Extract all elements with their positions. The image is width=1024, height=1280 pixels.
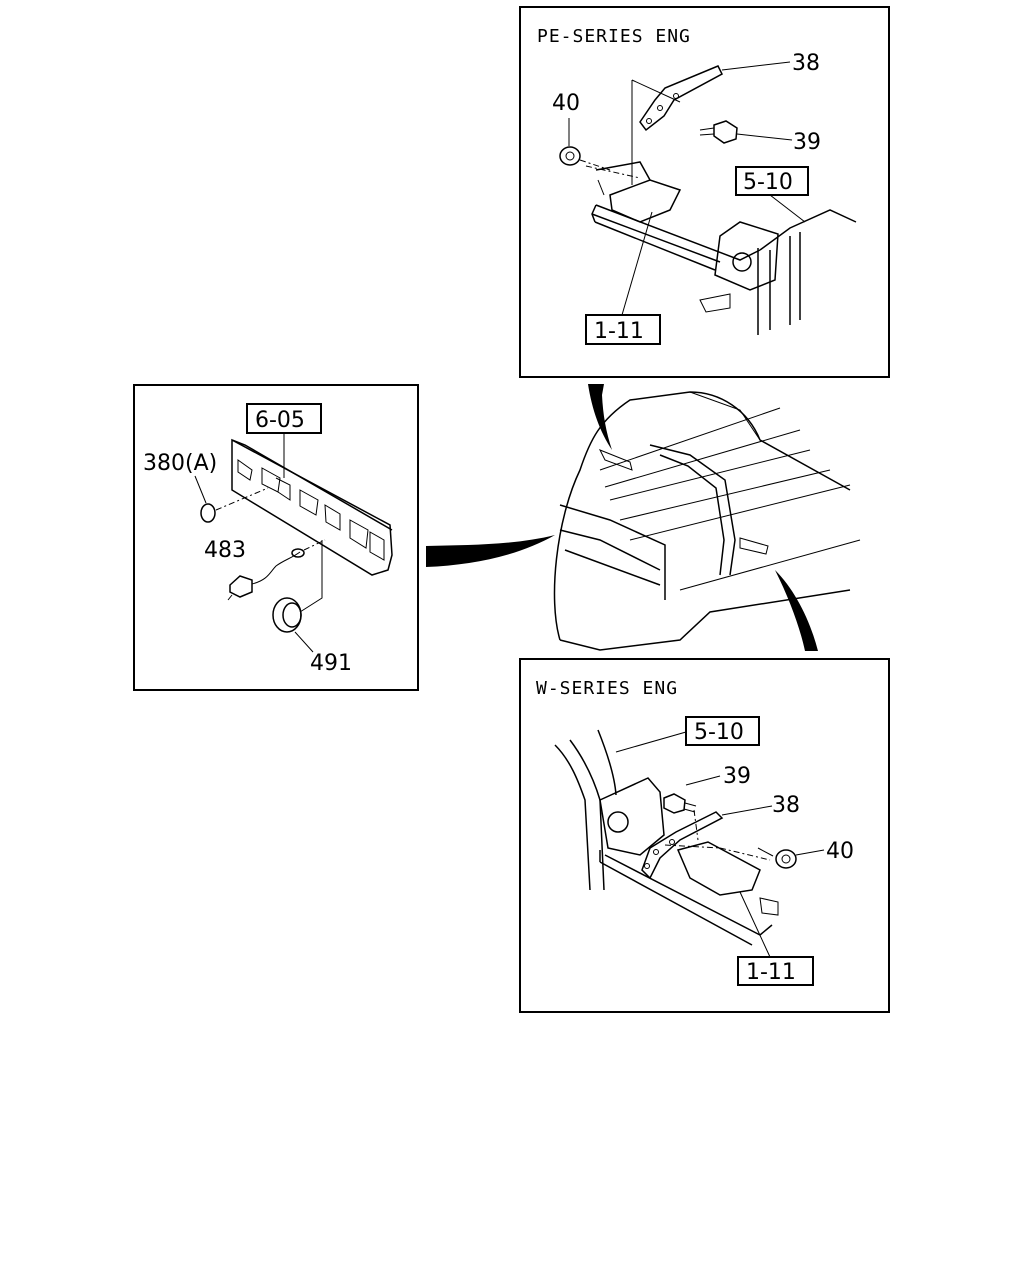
pe-frame-rail: [585, 161, 857, 335]
left-ref-6-05: 6-05: [246, 403, 322, 478]
w-label-38: 38: [772, 793, 800, 818]
w-label-39: 39: [723, 764, 751, 789]
svg-text:6-05: 6-05: [255, 408, 305, 433]
svg-text:1-11: 1-11: [594, 319, 644, 344]
pe-label-40: 40: [552, 91, 580, 116]
pe-ref-5-10: 5-10: [735, 166, 809, 223]
pe-series-title: PE-SERIES ENG: [537, 26, 691, 47]
w-label-40: 40: [826, 839, 854, 864]
left-part-491-seal: [272, 540, 323, 653]
w-part-40-nut: [775, 849, 825, 869]
w-part-39-bolt: [663, 775, 721, 841]
pe-label-38: 38: [792, 51, 820, 76]
left-label-483: 483: [204, 538, 246, 563]
pe-label-39: 39: [793, 130, 821, 155]
left-part-380a-plug: [194, 475, 269, 523]
left-manifold: [231, 438, 393, 576]
svg-text:5-10: 5-10: [743, 170, 793, 195]
left-detail-panel: 6-05 380(A) 483 491: [133, 384, 419, 691]
pe-part-38-bracket: [631, 61, 791, 185]
pe-series-panel: PE-SERIES ENG: [519, 6, 890, 378]
w-series-panel: W-SERIES ENG 38: [519, 658, 890, 1013]
left-label-380a: 380(A): [143, 451, 217, 476]
svg-text:5-10: 5-10: [694, 720, 744, 745]
truck-cab-overview: [426, 384, 861, 651]
svg-text:1-11: 1-11: [746, 960, 796, 985]
w-series-title: W-SERIES ENG: [536, 678, 678, 699]
w-ref-1-11: 1-11: [737, 891, 814, 986]
pe-part-39-bolt: [699, 120, 793, 144]
pe-ref-1-11: 1-11: [585, 211, 661, 345]
w-ref-5-10: 5-10: [615, 716, 760, 753]
w-part-38-bracket: [641, 805, 773, 880]
left-label-491: 491: [310, 651, 352, 676]
w-frame-structure: [554, 729, 779, 946]
pe-part-40-nut: [559, 118, 611, 171]
